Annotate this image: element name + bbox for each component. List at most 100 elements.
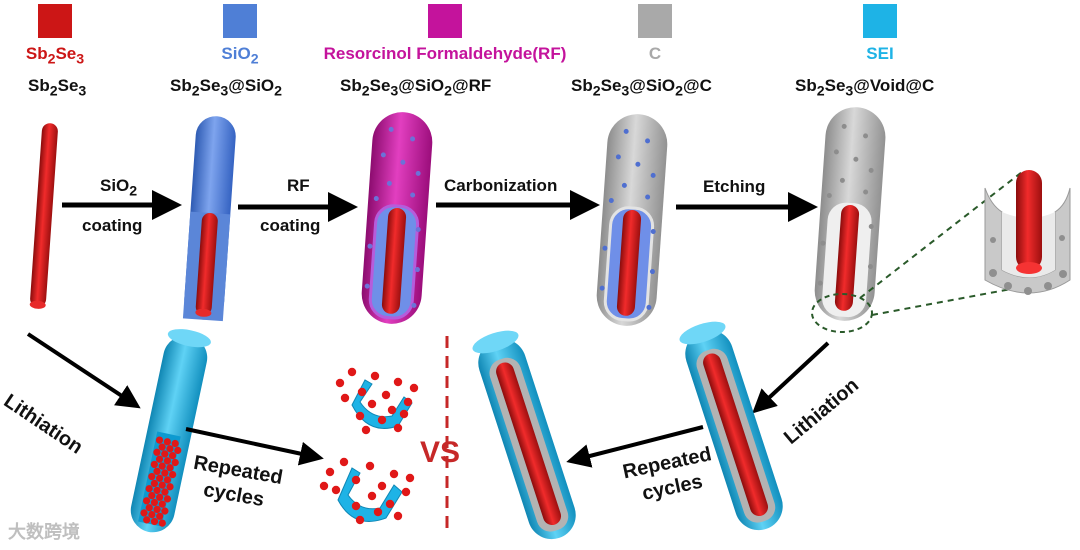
- pulverized-particle: [365, 461, 375, 471]
- lithiated-particle: [145, 485, 153, 493]
- lithiated-particle: [143, 497, 151, 505]
- pulverized-particle: [351, 501, 361, 511]
- lithiated-particle: [155, 455, 164, 463]
- lithiated-particle: [158, 443, 166, 451]
- lithiated-particle: [158, 481, 166, 489]
- pulverized-particle: [335, 378, 345, 388]
- legend-rf: Resorcinol Formaldehyde(RF): [295, 0, 595, 64]
- pulverized-particle: [387, 405, 397, 415]
- lithiated-particle: [156, 474, 164, 482]
- rod-sb2se3-sio2-rf: [361, 112, 433, 324]
- pulverized-particle: [393, 377, 403, 387]
- step-label-coating-1: coating: [82, 216, 143, 235]
- legend-swatch-carbon: [638, 4, 672, 38]
- stage-title-sb2se3: Sb2Se3: [28, 76, 87, 100]
- legend-label-carbon: C: [648, 44, 662, 63]
- arrow-lithiation-right: [752, 341, 830, 414]
- legend-sio2: SiO2: [185, 0, 295, 67]
- lithiated-particle: [171, 439, 179, 448]
- rod-lithiated-intact-1: [472, 330, 576, 540]
- arrow-repeated-right: [566, 425, 704, 468]
- step-label-sio2: SiO2: [100, 176, 138, 200]
- vs-label: VS: [420, 436, 461, 469]
- lithiated-particle: [150, 460, 158, 469]
- zoomed-cross-section: [984, 170, 1071, 295]
- pulverized-particle: [403, 397, 413, 407]
- lithiated-particle: [143, 516, 151, 524]
- pulverized-particle: [331, 485, 341, 495]
- lithiated-particle: [161, 507, 169, 515]
- legend-swatch-sei: [863, 4, 897, 38]
- stage-title-sio2: Sb2Se3@SiO2: [170, 76, 283, 100]
- pulverized-particle: [385, 499, 395, 509]
- rod-sb2se3-sio2: [182, 116, 236, 322]
- legend-swatch-rf: [428, 4, 462, 38]
- lithiated-particle: [140, 509, 148, 517]
- lithiated-particle: [153, 467, 161, 475]
- pulverized-particle: [401, 487, 411, 497]
- legend-label-sio2: SiO2: [221, 44, 259, 68]
- lithiated-particle: [163, 438, 171, 446]
- pulverized-particle: [367, 399, 377, 409]
- stage-title-rf: Sb2Se3@SiO2@RF: [340, 76, 492, 100]
- lithiated-particle: [168, 452, 177, 460]
- step-label-coating-2: coating: [260, 216, 321, 235]
- pulverized-particle: [377, 415, 387, 425]
- legend-sei: SEI: [835, 0, 925, 64]
- pulverized-particle: [367, 491, 377, 501]
- pulverized-particle: [357, 387, 367, 397]
- pulverized-particle: [370, 371, 380, 381]
- lithiated-particle: [150, 479, 159, 488]
- pulverized-particle: [340, 393, 350, 403]
- pulverized-particle: [319, 481, 329, 491]
- stage-title-c: Sb2Se3@SiO2@C: [571, 76, 712, 100]
- lithiated-particle: [148, 472, 156, 481]
- pulverized-particle: [361, 425, 371, 435]
- pulverized-particle: [393, 511, 403, 521]
- lithiated-particle: [158, 500, 166, 508]
- pulverized-particle: [393, 423, 403, 433]
- lithiated-particle: [145, 504, 153, 512]
- lithiated-particle: [161, 488, 169, 496]
- legend-swatch-sb2se3: [38, 4, 72, 38]
- lithiated-particle: [156, 512, 164, 520]
- pulverized-particle: [351, 475, 361, 485]
- legend-label-sb2se3: Sb2Se3: [25, 44, 85, 68]
- step-label-etching: Etching: [703, 177, 766, 196]
- lithiated-particle: [161, 469, 169, 477]
- pulverized-particle: [355, 515, 365, 525]
- lithiated-particle: [163, 476, 172, 484]
- pulverized-particle: [377, 481, 387, 491]
- lithiated-particle: [156, 493, 164, 501]
- lithiated-particle: [153, 448, 161, 456]
- legend-label-sei: SEI: [866, 44, 894, 63]
- pulverized-particle: [389, 469, 399, 479]
- legend-label-rf: Resorcinol Formaldehyde(RF): [323, 44, 567, 63]
- stage-title-void: Sb2Se3@Void@C: [795, 76, 935, 100]
- pulverized-particle: [373, 507, 383, 517]
- rod-sb2se3-sio2-c: [596, 114, 668, 326]
- rod-sb2se3-void-c: [814, 107, 886, 321]
- pulverized-particle: [381, 390, 391, 400]
- legend-sb2se3: Sb2Se3: [10, 0, 100, 67]
- lithiated-particle: [174, 446, 182, 454]
- pulverized-particles: [319, 367, 419, 525]
- step-label-carbonization: Carbonization: [444, 176, 558, 195]
- pulverized-particle: [405, 473, 415, 483]
- lithiated-particle: [166, 445, 174, 453]
- lithiated-particle: [163, 495, 172, 503]
- lithiated-particle: [166, 483, 174, 491]
- pulverized-particle: [399, 409, 409, 419]
- legend-swatch-sio2: [223, 4, 257, 38]
- rod-sb2se3: [29, 123, 58, 309]
- lithiated-particle: [150, 498, 159, 507]
- callout-line-upper: [859, 171, 1023, 299]
- pulverized-particle: [339, 457, 349, 467]
- rod-lithiated-left: [130, 329, 211, 533]
- legend-carbon: C: [610, 0, 700, 64]
- lithiated-particle: [153, 486, 161, 494]
- arrow-repeated-left: [185, 427, 324, 466]
- pulverized-particle: [409, 383, 419, 393]
